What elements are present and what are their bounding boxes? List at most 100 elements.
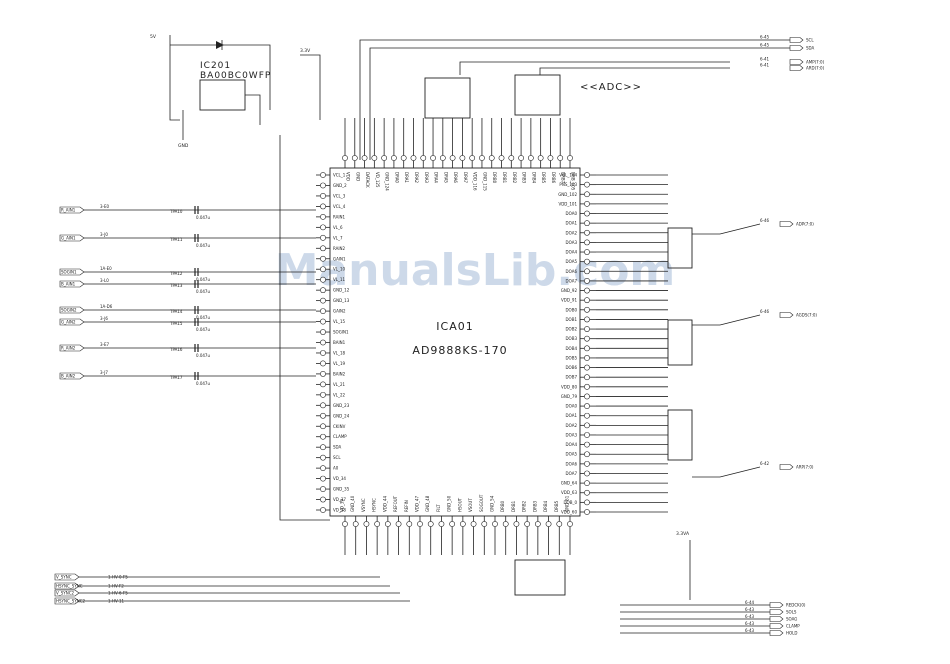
left-pin-circle [320,496,326,503]
top-pin-label: DRB_105 [571,172,576,191]
left-pin-circle [320,402,326,409]
sync-connector-arrow [54,589,80,597]
right-bus-wire [719,466,761,478]
bottom-pin-label: VSOUT [468,498,473,512]
left-pin-label: VL_7 [333,235,343,240]
sync-input-name: HSYNC_SYNC [56,584,83,589]
left-input-name: SOGIN1 [61,270,77,275]
left-pin-circle [320,245,326,252]
right-pin-label: GND_64 [561,481,578,486]
left-pin-circle [320,308,326,314]
left-pin-label: GND_13 [333,298,350,303]
top-pin-label: DRA0 [394,172,399,183]
top-pin-circle [371,155,378,161]
left-pin-label: RAIN1 [333,214,346,219]
left-pin-label: VCL_1 [333,173,346,178]
top-pin-circle [488,155,495,161]
bottom-right-power-label: 3.3VA [676,531,690,537]
top-pin-circle [430,155,436,161]
left-pin-label: VL_22 [333,392,346,397]
sda-wire [369,47,790,160]
top-pin-circle [557,155,564,161]
scl-wire [359,39,790,160]
test-point-label: TPA15 [169,321,183,326]
cap-value-label: 0.047u [196,315,210,320]
left-pin-circle [320,297,326,304]
bottom-pin-label: VD_39 [340,499,345,512]
left-pin-label: VL_10 [333,267,346,272]
right-pin-label: DOB6 [565,365,577,370]
right-pin-label: DOA3 [566,432,578,437]
input-connector-arrow [59,268,85,276]
left-pin-circle [320,213,326,220]
bottom-pin-circle [406,521,413,527]
cap-value-label: 0.047u [196,277,210,282]
left-pin-circle [320,255,326,262]
right-pin-circle [584,220,590,227]
left-pin-circle [320,287,326,294]
left-pin-circle [320,234,326,241]
input-connector-arrow [59,372,85,380]
right-pin-label: GND_79 [561,394,578,399]
bottom-right-net-arrow [769,630,784,636]
left-pin-label: CLAMP [333,434,347,439]
bottom-pin-label: REFIN [404,500,409,512]
bottom-right-net-name: HOLD [786,631,797,636]
left-pin-circle [320,182,326,189]
right-pin-circle [584,441,590,448]
test-point-label: TPA10 [169,209,183,214]
left-input-net: 1A-D6 [100,304,113,309]
left-pin-circle [320,266,326,273]
top-pin-label: GND_124 [385,172,390,191]
right-pin-circle [584,191,590,198]
bottom-pin-label: VSYNC [361,498,366,512]
right-pin-label: VDD_60 [561,510,577,515]
right-pin-circle [584,393,590,400]
bottom-pin-label: DRB5 [554,500,559,512]
bottom-pin-circle [492,521,498,527]
right-pin-label: VDD_101 [558,201,577,206]
test-point-label: TPA12 [169,271,183,276]
top-pin-label: DRA3 [424,172,429,183]
top-res-pack-2 [514,74,561,116]
bottom-pin-circle [427,521,434,527]
bottom-right-net-ref: 6-44 [745,600,755,605]
right-pin-circle [584,200,590,207]
top-pin-circle [567,155,573,161]
right-pin-label: DOA1 [566,221,578,226]
left-pin-circle [320,339,326,346]
bottom-pin-circle [502,521,509,527]
right-pin-circle [584,451,590,458]
left-pin-circle [320,193,326,199]
bottom-pin-label: GND_40 [350,495,355,512]
left-pin-circle [320,381,326,388]
top-pin-label: GND [355,172,360,181]
sync-input-name: V_SYNC2 [56,591,75,596]
left-pin-group: VCL_1GND_2VCL_3VCL_4RAIN1VL_6VL_7RAIN2GA… [316,172,350,513]
sync-connector-arrow [54,573,80,581]
top-pin-label: VD_125 [375,172,380,188]
left-pin-label: VL_21 [333,382,346,387]
test-point-label: TPA11 [169,237,183,242]
left-pin-label: VL_18 [333,350,346,355]
top-pin-circle [547,155,554,161]
left-pin-circle [320,350,326,356]
right-pin-label: DOB_0 [563,500,577,505]
left-pin-label: VD_34 [333,476,346,481]
right-pin-circle [584,499,590,506]
bottom-pin-circle [374,521,381,527]
input-connector-arrow [59,318,85,326]
right-pin-circle [584,422,590,429]
right-pin-circle [584,268,590,275]
left-input-net: 3-J0 [100,232,108,237]
left-pin-label: VD_38 [333,508,346,513]
right-pin-label: DOA1 [566,413,578,418]
right-pin-group: VGL_104PNS_103GND_102VDD_101DOA0DOA1DOA2… [558,172,668,515]
right-bus-ref: 6-46 [760,218,770,223]
bottom-pin-circle [438,521,445,527]
right-pin-circle [584,316,590,323]
top-pin-label: DRB0 [492,172,497,184]
test-point-label: TPA16 [169,347,183,352]
bottom-pin-circle [395,521,402,527]
